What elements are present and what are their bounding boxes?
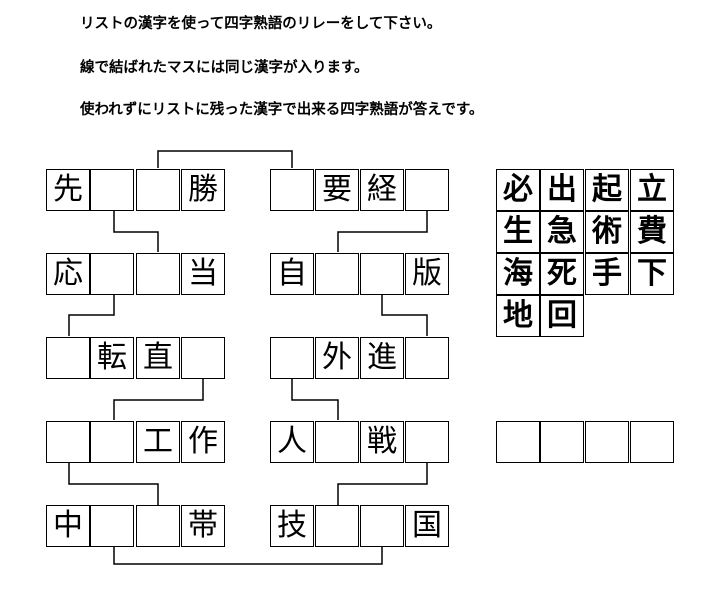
puzzle-cell[interactable] xyxy=(360,505,404,547)
puzzle-cell[interactable] xyxy=(315,253,359,295)
puzzle-cell[interactable] xyxy=(405,169,449,211)
puzzle-cell[interactable] xyxy=(181,337,225,379)
kanji-list-cell[interactable]: 立 xyxy=(630,169,674,211)
puzzle-cell[interactable] xyxy=(405,421,449,463)
instruction-line-1: リストの漢字を使って四字熟語のリレーをして下さい。 xyxy=(80,16,442,32)
puzzle-cell[interactable]: 帯 xyxy=(181,505,225,547)
kanji-list-cell[interactable]: 必 xyxy=(496,169,540,211)
puzzle-cell[interactable] xyxy=(136,253,180,295)
puzzle-cell[interactable]: 作 xyxy=(181,421,225,463)
connector-line xyxy=(337,463,428,505)
connector-line xyxy=(68,295,115,336)
puzzle-cell[interactable]: 先 xyxy=(46,169,90,211)
puzzle-cell[interactable]: 勝 xyxy=(181,169,225,211)
kanji-list-cell[interactable]: 手 xyxy=(585,253,629,295)
answer-cell[interactable] xyxy=(540,421,584,463)
puzzle-cell[interactable] xyxy=(136,169,180,211)
puzzle-cell[interactable]: 経 xyxy=(360,169,404,211)
puzzle-cell[interactable]: 自 xyxy=(270,253,314,295)
puzzle-cell[interactable]: 要 xyxy=(315,169,359,211)
connector-line xyxy=(68,463,159,505)
puzzle-cell[interactable] xyxy=(360,253,404,295)
puzzle-cell[interactable]: 工 xyxy=(136,421,180,463)
kanji-list-cell[interactable]: 死 xyxy=(540,253,584,295)
puzzle-cell[interactable] xyxy=(46,337,90,379)
puzzle-cell[interactable]: 当 xyxy=(181,253,225,295)
puzzle-cell[interactable] xyxy=(136,505,180,547)
puzzle-cell[interactable]: 戦 xyxy=(360,421,404,463)
connector-line xyxy=(113,547,383,565)
connector-line xyxy=(381,295,428,336)
puzzle-cell[interactable] xyxy=(90,253,134,295)
kanji-list-cell[interactable]: 海 xyxy=(496,253,540,295)
puzzle-cell[interactable]: 国 xyxy=(405,505,449,547)
instruction-line-2: 線で結ばれたマスには同じ漢字が入ります。 xyxy=(80,60,369,76)
puzzle-cell[interactable] xyxy=(270,169,314,211)
answer-cell[interactable] xyxy=(585,421,629,463)
connector-line xyxy=(157,150,293,168)
kanji-list-cell[interactable]: 起 xyxy=(585,169,629,211)
puzzle-cell[interactable]: 人 xyxy=(270,421,314,463)
connector-line xyxy=(337,211,428,252)
connector-line xyxy=(291,379,339,420)
kanji-list-cell[interactable]: 費 xyxy=(630,211,674,253)
puzzle-cell[interactable] xyxy=(90,421,134,463)
answer-cell[interactable] xyxy=(630,421,674,463)
puzzle-cell[interactable]: 中 xyxy=(46,505,90,547)
puzzle-cell[interactable] xyxy=(315,505,359,547)
kanji-list-cell[interactable]: 回 xyxy=(540,295,584,337)
puzzle-cell[interactable] xyxy=(90,505,134,547)
instruction-line-3: 使われずにリストに残った漢字で出来る四字熟語が答えです。 xyxy=(80,102,484,118)
kanji-list-cell[interactable]: 地 xyxy=(496,295,540,337)
puzzle-cell[interactable]: 進 xyxy=(360,337,404,379)
puzzle-cell[interactable] xyxy=(270,337,314,379)
connector-line xyxy=(113,379,204,420)
puzzle-cell[interactable] xyxy=(90,169,134,211)
puzzle-cell[interactable] xyxy=(46,421,90,463)
kanji-list-cell[interactable]: 急 xyxy=(540,211,584,253)
puzzle-cell[interactable] xyxy=(315,421,359,463)
puzzle-cell[interactable]: 転 xyxy=(90,337,134,379)
puzzle-cell[interactable]: 版 xyxy=(405,253,449,295)
kanji-list-cell[interactable]: 下 xyxy=(630,253,674,295)
puzzle-cell[interactable]: 技 xyxy=(270,505,314,547)
kanji-list-cell[interactable]: 術 xyxy=(585,211,629,253)
puzzle-cell[interactable]: 応 xyxy=(46,253,90,295)
puzzle-cell[interactable]: 直 xyxy=(136,337,180,379)
puzzle-cell[interactable] xyxy=(405,337,449,379)
answer-cell[interactable] xyxy=(496,421,540,463)
puzzle-cell[interactable]: 外 xyxy=(315,337,359,379)
connector-line xyxy=(113,211,159,252)
kanji-list-cell[interactable]: 生 xyxy=(496,211,540,253)
kanji-list-cell[interactable]: 出 xyxy=(540,169,584,211)
